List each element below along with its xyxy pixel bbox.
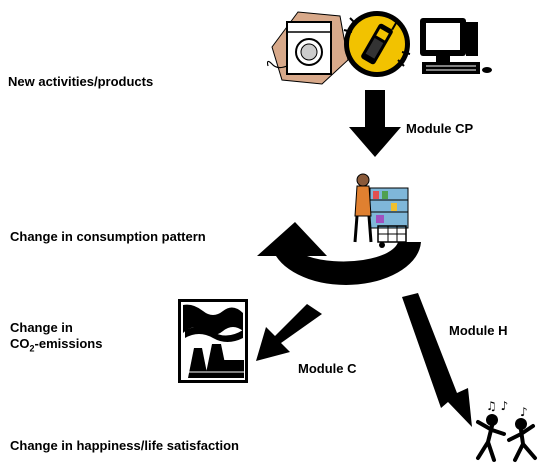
svg-text:♫ ♪: ♫ ♪ [486, 399, 508, 413]
consumption-change-label: Change in consumption pattern [10, 229, 206, 244]
mobile-phone-icon [343, 11, 411, 77]
factory-emissions-icon [178, 299, 248, 383]
new-activities-label: New activities/products [8, 74, 154, 89]
co2-subscript: 2 [29, 343, 35, 354]
svg-text:♪: ♪ [520, 405, 528, 419]
dancing-people-icon: ♫ ♪ ♪ [476, 399, 537, 462]
co-text: CO [10, 336, 30, 351]
computer-icon [420, 18, 492, 74]
emissions-suffix: -emissions [34, 336, 103, 351]
shopper-cart-icon [353, 173, 409, 248]
happiness-change-label: Change in happiness/life satisfaction [10, 438, 239, 453]
arrow-module-h [402, 293, 472, 427]
emissions-line-2: CO2-emissions [10, 336, 102, 357]
arrow-module-c [256, 304, 322, 361]
arrow-module-cp [349, 90, 401, 157]
module-c-label: Module C [298, 361, 357, 376]
emissions-line-1: Change in [10, 320, 73, 335]
washing-machine-icon [266, 11, 349, 85]
module-cp-label: Module CP [406, 121, 474, 136]
emissions-change-label: Change in CO2-emissions [10, 320, 102, 357]
module-h-label: Module H [449, 323, 508, 338]
arrow-consumption-loop [257, 222, 421, 285]
